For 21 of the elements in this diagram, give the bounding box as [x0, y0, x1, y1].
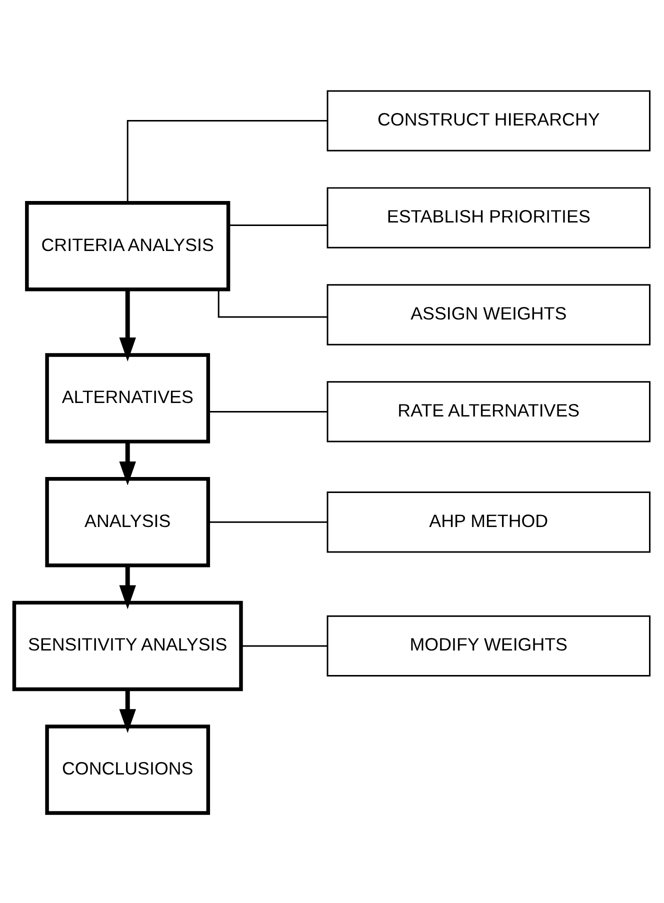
node-box: ANALYSIS — [45, 476, 210, 567]
connector — [126, 120, 328, 202]
node-box: ESTABLISH PRIORITIES — [326, 186, 651, 248]
node-box: ALTERNATIVES — [45, 352, 210, 443]
connector — [241, 644, 328, 646]
connector — [208, 410, 327, 412]
node-box: RATE ALTERNATIVES — [326, 380, 651, 442]
node-box: CONSTRUCT HIERARCHY — [326, 90, 651, 151]
arrow — [119, 289, 136, 361]
arrow — [119, 688, 136, 733]
connector — [218, 289, 328, 318]
node-box: AHP METHOD — [326, 491, 651, 552]
connector — [228, 224, 328, 226]
node-box: SENSITIVITY ANALYSIS — [12, 600, 243, 691]
node-box: ASSIGN WEIGHTS — [326, 284, 651, 345]
node-box: MODIFY WEIGHTS — [326, 614, 651, 676]
arrow — [119, 441, 136, 485]
connector — [208, 520, 327, 522]
arrow — [119, 564, 136, 609]
node-box: CONCLUSIONS — [45, 724, 210, 814]
node-box: CRITERIA ANALYSIS — [25, 200, 230, 291]
